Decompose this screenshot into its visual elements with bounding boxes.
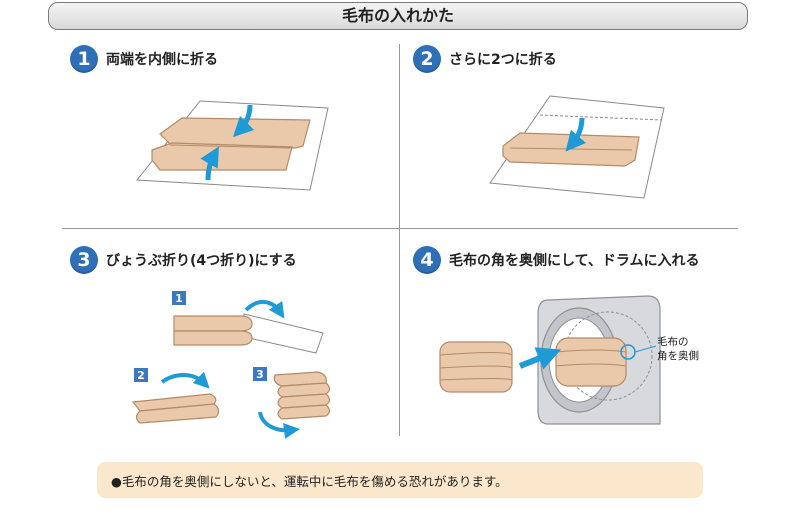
step-4-heading: 4 毛布の角を奥側にして、ドラムに入れる [413, 246, 699, 274]
step-1-label: 両端を内側に折る [106, 52, 218, 68]
substep-3-marker: 3 [253, 367, 267, 381]
step-2-label: さらに2つに折る [449, 52, 557, 68]
step-2-number: 2 [413, 45, 441, 73]
vertical-divider [399, 44, 400, 436]
blanket-corner-callout: 毛布の 角を奥側 [657, 335, 699, 363]
step-2-illustration [489, 95, 665, 199]
caution-text: ●毛布の角を奥側にしないと、運転中に毛布を傷める恐れがあります。 [111, 473, 508, 489]
step-1-heading: 1 両端を内側に折る [70, 45, 218, 73]
substep-1-marker: 1 [172, 291, 186, 305]
step-1-number: 1 [70, 45, 98, 73]
title-bar: 毛布の入れかた [48, 2, 748, 30]
step-3-number: 3 [70, 246, 98, 274]
step-4-label: 毛布の角を奥側にして、ドラムに入れる [449, 253, 700, 269]
step-4-number: 4 [413, 246, 441, 274]
step-1-illustration [136, 100, 329, 191]
step-3-label: びょうぶ折り(4つ折り)にする [106, 253, 297, 269]
page-title: 毛布の入れかた [341, 6, 454, 25]
caution-note: ●毛布の角を奥側にしないと、運転中に毛布を傷める恐れがあります。 [97, 462, 703, 498]
horizontal-divider [62, 228, 738, 229]
callout-line-2: 角を奥側 [657, 350, 699, 362]
substep-2-marker: 2 [134, 368, 148, 382]
step-3-illustration [131, 300, 331, 439]
callout-line-1: 毛布の [657, 336, 689, 348]
step-3-heading: 3 びょうぶ折り(4つ折り)にする [70, 246, 297, 274]
step-2-heading: 2 さらに2つに折る [413, 45, 557, 73]
step-4-illustration [439, 295, 661, 425]
